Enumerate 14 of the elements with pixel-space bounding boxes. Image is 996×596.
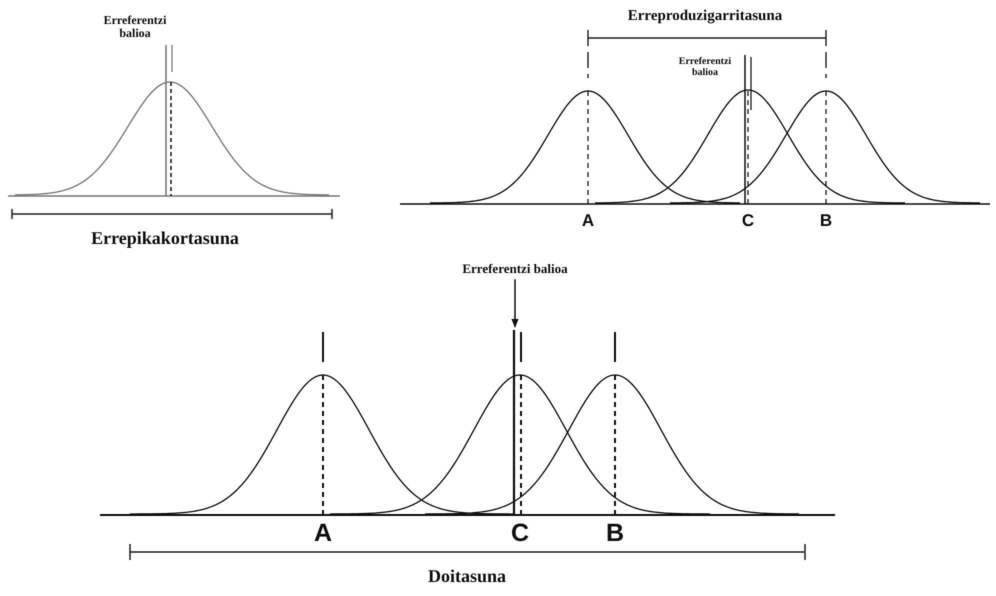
range-label: Doitasuna [426,567,508,587]
reference-value-label: Erreferentzi balioa [678,56,732,78]
reference-line [512,330,516,515]
arrow [511,279,519,328]
range-label: Errepikakortasuna [90,229,240,249]
point-label: B [604,520,626,548]
reference-value-label: Erreferentzi balioa [455,262,575,276]
point-label: C [740,212,756,231]
point-label: A [312,520,334,548]
range-label: Erreproduzigarritasuna [626,8,784,24]
reference-value-label: Erreferentzi balioa [102,14,168,40]
point-label: C [510,520,530,548]
point-label: A [580,212,596,231]
point-label: B [818,212,834,231]
